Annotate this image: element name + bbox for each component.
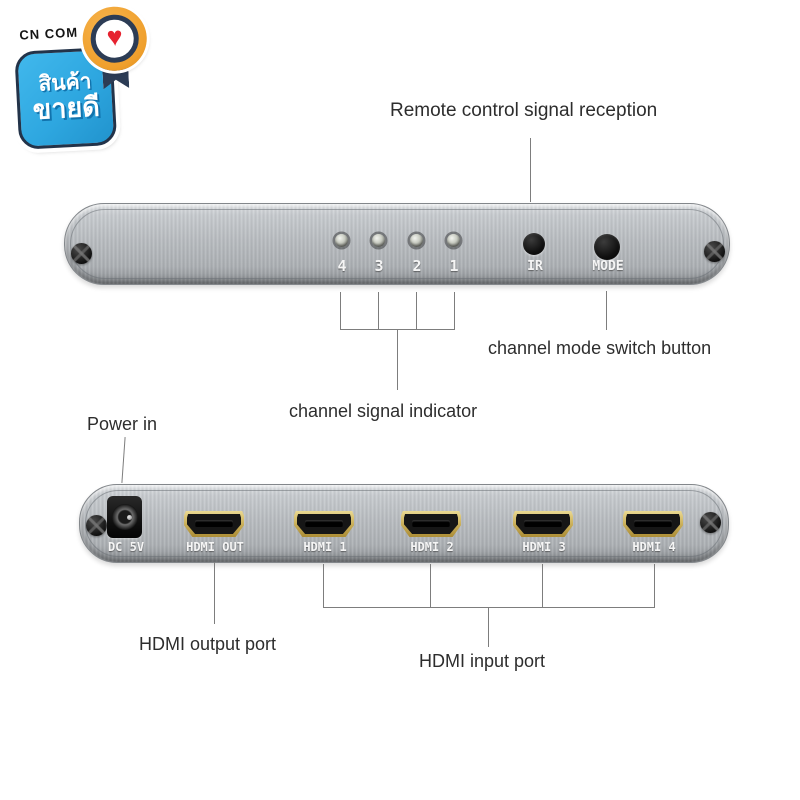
hdmi-2-port bbox=[401, 511, 461, 537]
hdmi-out-label: HDMI OUT bbox=[186, 540, 244, 554]
led-indicator-2 bbox=[410, 234, 423, 247]
hdmi-3-port bbox=[513, 511, 573, 537]
led-label-2: 2 bbox=[412, 257, 422, 275]
seller-badge: CN COM สินค้า ขายดี ♥ bbox=[2, 4, 180, 163]
screw-icon bbox=[700, 512, 721, 533]
hdmi-input-label: HDMI input port bbox=[419, 651, 546, 671]
led-indicator-1 bbox=[447, 234, 460, 247]
led-label-1: 1 bbox=[449, 257, 459, 275]
ir-receiver-icon bbox=[523, 233, 545, 255]
heart-icon: ♥ bbox=[105, 21, 124, 53]
dc-power-jack bbox=[107, 496, 142, 538]
medal-inner-ring: ♥ bbox=[89, 13, 140, 64]
hdmi-slot bbox=[524, 520, 562, 527]
signal-indicator-label: channel signal indicator bbox=[289, 401, 478, 421]
hdmi-in-leader-line bbox=[542, 564, 543, 607]
mode-leader-line bbox=[606, 291, 607, 330]
hdmi-slot bbox=[195, 520, 233, 527]
hdmi-in-leader-line bbox=[430, 564, 431, 607]
hdmi-1-label: HDMI 1 bbox=[303, 540, 347, 554]
indicator-stem-line bbox=[397, 329, 398, 390]
hdmi-1-port bbox=[294, 511, 354, 537]
indicator-leader-line bbox=[454, 292, 455, 329]
mode-button-label: channel mode switch button bbox=[488, 338, 712, 358]
power-leader-line bbox=[121, 437, 126, 483]
hdmi-in-bracket-line bbox=[323, 607, 655, 608]
dc-pin-icon bbox=[127, 515, 133, 521]
brand-text: CN COM bbox=[19, 24, 79, 43]
mode-label: MODE bbox=[592, 259, 624, 274]
dc-barrel-icon bbox=[111, 504, 138, 530]
led-indicator-3 bbox=[372, 234, 385, 247]
badge-line2: ขายดี bbox=[32, 91, 101, 126]
remote-reception-label: Remote control signal reception bbox=[390, 100, 658, 121]
ir-label: IR bbox=[527, 259, 543, 274]
indicator-leader-line bbox=[416, 292, 417, 329]
hdmi-3-label: HDMI 3 bbox=[522, 540, 566, 554]
hdmi-slot bbox=[412, 520, 450, 527]
dc-5v-label: DC 5V bbox=[107, 540, 145, 554]
mode-button bbox=[594, 234, 620, 260]
hdmi-output-label: HDMI output port bbox=[139, 634, 277, 654]
indicator-leader-line bbox=[340, 292, 341, 329]
screw-icon bbox=[86, 515, 107, 536]
power-in-label: Power in bbox=[87, 414, 158, 434]
hdmi-out-leader-line bbox=[214, 562, 215, 624]
hdmi-out-port bbox=[184, 511, 244, 537]
screw-icon bbox=[71, 243, 92, 264]
screw-icon bbox=[704, 241, 725, 262]
hdmi-in-leader-line bbox=[654, 564, 655, 607]
led-label-3: 3 bbox=[374, 257, 384, 275]
hdmi-2-label: HDMI 2 bbox=[410, 540, 454, 554]
hdmi-4-port bbox=[623, 511, 683, 537]
front-panel: 4 3 2 1 IR MODE bbox=[64, 203, 730, 285]
hdmi-in-stem-line bbox=[488, 607, 489, 647]
remote-leader-line bbox=[530, 138, 531, 202]
led-label-4: 4 bbox=[337, 257, 347, 275]
hdmi-slot bbox=[634, 520, 672, 527]
hdmi-4-label: HDMI 4 bbox=[632, 540, 676, 554]
indicator-leader-line bbox=[378, 292, 379, 329]
hdmi-in-leader-line bbox=[323, 564, 324, 607]
hdmi-slot bbox=[305, 520, 343, 527]
led-indicator-4 bbox=[335, 234, 348, 247]
